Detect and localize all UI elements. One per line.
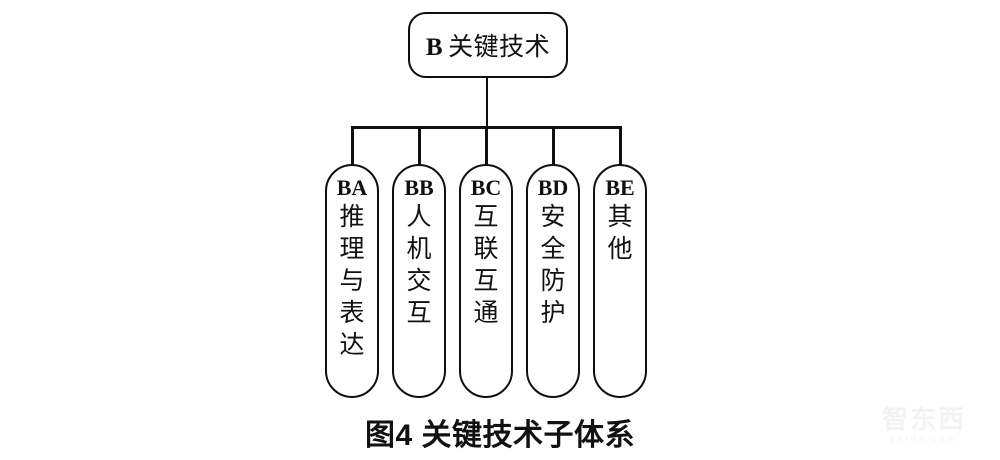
child-char: 交 — [406, 267, 432, 295]
root-node-code: B — [425, 34, 444, 61]
child-node-label-be: 其 他 — [607, 201, 632, 265]
child-char: 互 — [406, 299, 432, 327]
child-char: 联 — [473, 235, 499, 263]
child-char: 人 — [406, 203, 432, 231]
child-node-label-ba: 推 理 与 表 达 — [339, 201, 364, 361]
connector-drop-bb — [418, 126, 421, 165]
figure-caption: 图4 关键技术子体系 — [364, 419, 636, 452]
connector-drop-ba — [351, 126, 354, 165]
child-char: 推 — [339, 203, 365, 231]
child-char: 机 — [406, 235, 432, 263]
child-node-be: BE 其 他 — [593, 164, 647, 398]
child-char: 其 — [607, 203, 633, 231]
child-node-code-bb: BB — [404, 175, 434, 200]
connector-drop-bd — [552, 126, 555, 165]
child-char: 互 — [473, 267, 499, 295]
child-char: 理 — [339, 235, 365, 263]
root-node-text: 关键技术 — [448, 33, 551, 61]
child-node-bd: BD 安 全 防 护 — [526, 164, 580, 398]
child-node-bb: BB 人 机 交 互 — [392, 164, 446, 398]
child-node-code-ba: BA — [336, 175, 368, 200]
child-node-bc: BC 互 联 互 通 — [459, 164, 513, 398]
connector-trunk-vertical — [485, 78, 489, 128]
child-char: 通 — [473, 299, 499, 327]
child-node-code-bc: BC — [470, 175, 502, 200]
connector-drop-be — [619, 126, 622, 165]
connector-drop-bc — [485, 126, 488, 165]
child-char: 护 — [540, 299, 566, 327]
child-char: 防 — [540, 267, 566, 295]
child-node-label-bd: 安 全 防 护 — [540, 201, 565, 329]
child-node-code-bd: BD — [537, 175, 569, 200]
child-char: 与 — [339, 267, 365, 295]
child-char: 全 — [540, 235, 566, 263]
child-node-ba: BA 推 理 与 表 达 — [325, 164, 379, 398]
child-char: 达 — [339, 331, 365, 359]
child-char: 他 — [607, 235, 633, 263]
child-node-label-bb: 人 机 交 互 — [406, 201, 431, 329]
child-node-code-be: BE — [605, 175, 635, 200]
child-char: 互 — [473, 203, 499, 231]
child-char: 安 — [540, 203, 566, 231]
child-node-label-bc: 互 联 互 通 — [473, 201, 498, 329]
child-char: 表 — [339, 299, 365, 327]
